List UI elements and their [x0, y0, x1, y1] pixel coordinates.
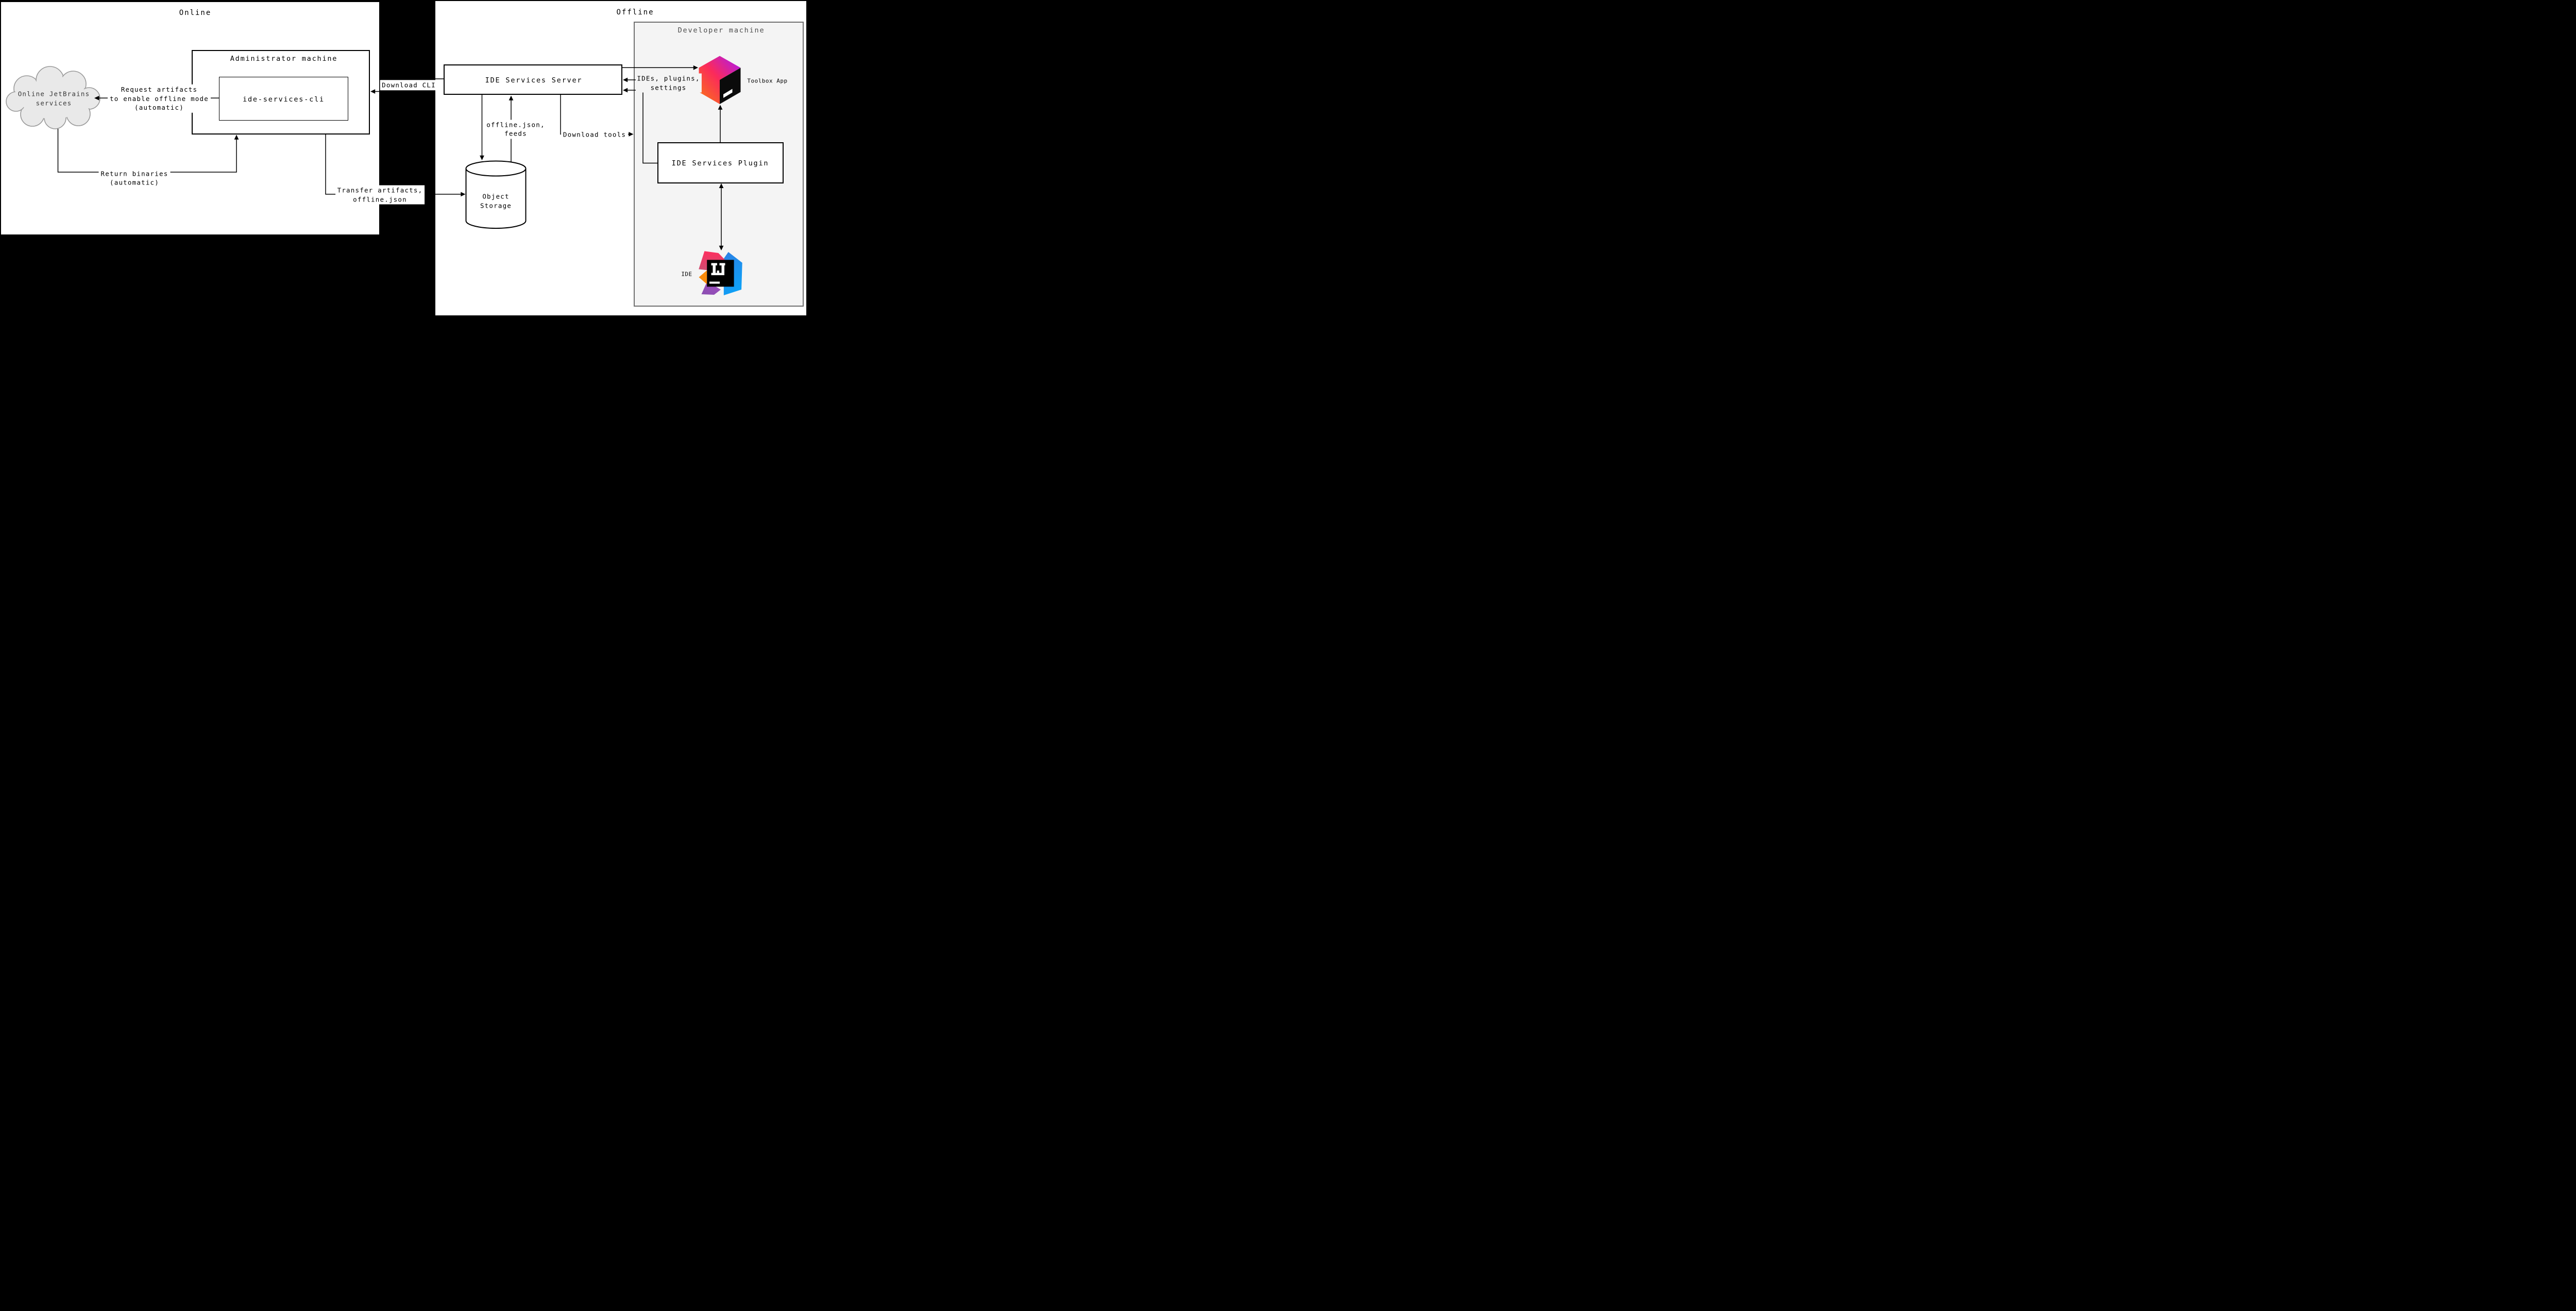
administrator-machine-title: Administrator machine [230, 54, 338, 63]
ides-plugins-settings-label: IDEs, plugins, settings [635, 73, 702, 93]
transfer-artifacts-label: Transfer artifacts, offline.json [335, 185, 425, 205]
download-cli-label: Download CLI [380, 80, 438, 91]
ide-services-server-title: IDE Services Server [485, 76, 583, 85]
ide-services-plugin-title: IDE Services Plugin [671, 159, 769, 167]
request-artifacts-label: Request artifacts to enable offline mode… [108, 85, 211, 113]
toolbox-app-label: Toolbox App [747, 77, 788, 84]
ide-services-cli-label: ide-services-cli [243, 95, 325, 104]
online-title: Online [179, 9, 212, 17]
download-tools-label: Download tools [561, 129, 629, 140]
offline-json-feeds-label: offline.json, feeds [484, 120, 547, 139]
developer-machine-title: Developer machine [677, 26, 765, 35]
diagram-canvas: Online Offline Developer machine Adminis… [0, 0, 808, 317]
ide-services-server-box [444, 64, 622, 95]
ide-label: IDE [681, 271, 692, 277]
ide-services-cli-box [219, 77, 348, 121]
ide-services-plugin-box [657, 142, 784, 183]
offline-title: Offline [616, 8, 654, 16]
return-binaries-label: Return binaries (automatic) [98, 169, 171, 188]
